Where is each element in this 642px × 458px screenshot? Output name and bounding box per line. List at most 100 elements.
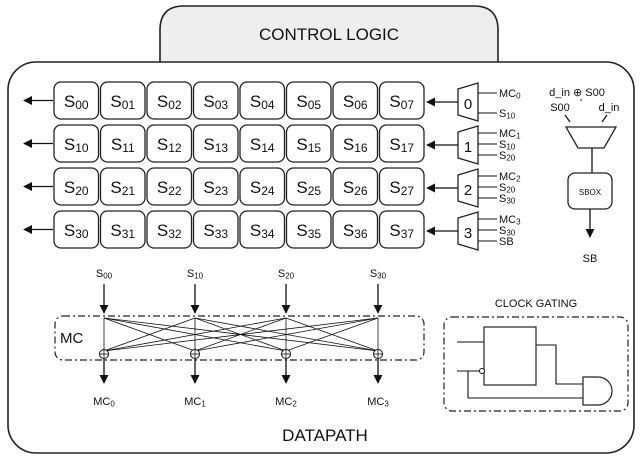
state-cell [53,124,100,163]
mc-output-label: MC0 [93,396,115,408]
state-cell-label: S14 [250,135,275,155]
state-cell-label: S25 [296,178,321,198]
mux-select-label: 2 [464,182,472,199]
sbox-input-mux [564,126,618,149]
mux-shape [457,211,479,251]
state-cell [192,124,239,163]
state-cell-label: S04 [250,92,275,112]
inverter-bubble-icon [479,368,485,374]
mc-input-label: S30 [370,268,387,280]
mc-output-label: MC3 [367,396,389,408]
datapath-box [7,61,635,454]
state-cell [146,81,193,120]
state-cell-label: S30 [64,221,89,241]
mc-input-label: S00 [96,268,113,280]
sbox-path: d_in ⊕ S00 S00 d_in SBOX SB [549,87,619,265]
mix-columns-label: MC [60,330,83,347]
state-cell [285,210,332,249]
clock-gating-box [443,316,629,412]
mux-input-label: MC2 [499,171,521,183]
state-cell [99,81,146,120]
state-cell-label: S22 [157,178,182,198]
state-cell [285,124,332,163]
state-cell [285,81,332,120]
mux-shape [457,125,479,165]
mux-select-label: 3 [464,225,472,242]
state-cell [53,167,100,206]
state-cell-label: S27 [389,178,414,198]
clock-gating-label: CLOCK GATING [495,298,577,310]
state-cell-label: S23 [203,178,228,198]
datapath-title: DATAPATH [282,426,368,445]
mux-input-label: S10 [499,108,516,120]
state-cell-label: S34 [250,221,275,241]
mux-input-label: S20 [499,182,516,194]
state-cell [378,167,425,206]
mc-wire [285,317,379,352]
state-cell-label: S31 [110,221,135,241]
mc-output-label: MC1 [184,396,206,408]
mc-wire [194,317,379,352]
state-cell [192,210,239,249]
mux-input-label: S10 [499,139,516,151]
mux-select-label: 0 [464,96,472,113]
state-cell-label: S12 [157,135,182,155]
state-cell [378,81,425,120]
state-cell-label: S37 [389,221,414,241]
sbox-top-label: d_in ⊕ S00 [549,87,605,99]
state-cell-label: S33 [203,221,228,241]
state-cell-label: S24 [250,178,275,198]
mux-input-label: S20 [499,150,516,162]
state-cell-label: S32 [157,221,182,241]
state-cell [285,167,332,206]
mc-input-label: S20 [278,268,295,280]
state-cell-label: S02 [157,92,182,112]
state-cell [378,210,425,249]
state-cell [99,210,146,249]
sbox-output-label: SB [583,253,598,265]
sbox-label: SBOX [579,188,602,197]
state-cell [332,81,379,120]
mux-input-label: MC1 [499,128,521,140]
state-cell-label: S20 [64,178,89,198]
mc-input-label: S10 [187,268,204,280]
sbox-right-input: d_in [599,102,620,114]
clock-gating: CLOCK GATING [443,298,629,412]
state-cell [53,81,100,120]
state-cell [332,124,379,163]
mux-input-label: S30 [499,225,516,237]
state-cell [239,167,286,206]
mix-columns-box [54,315,425,361]
state-cell-label: S36 [343,221,368,241]
state-cell [378,124,425,163]
mux-input-label: MC3 [499,214,521,226]
mux-input-label: S30 [499,193,516,205]
mc-wire [103,317,196,352]
control-logic-box [159,5,499,62]
state-cell-label: S11 [111,135,135,155]
sbox-left-input: S00 [550,102,570,114]
mc-wire [103,317,379,352]
state-cell [192,81,239,120]
and-gate-icon [582,376,613,406]
state-cell [99,124,146,163]
latch-icon [483,326,537,386]
state-cell-label: S00 [64,92,89,112]
state-cell [239,210,286,249]
mux-shape [457,82,479,122]
mc-output-label: MC2 [275,396,297,408]
mc-wire [103,317,287,352]
state-cell [53,210,100,249]
state-cell-label: S07 [389,92,414,112]
state-cell-label: S21 [110,178,135,198]
